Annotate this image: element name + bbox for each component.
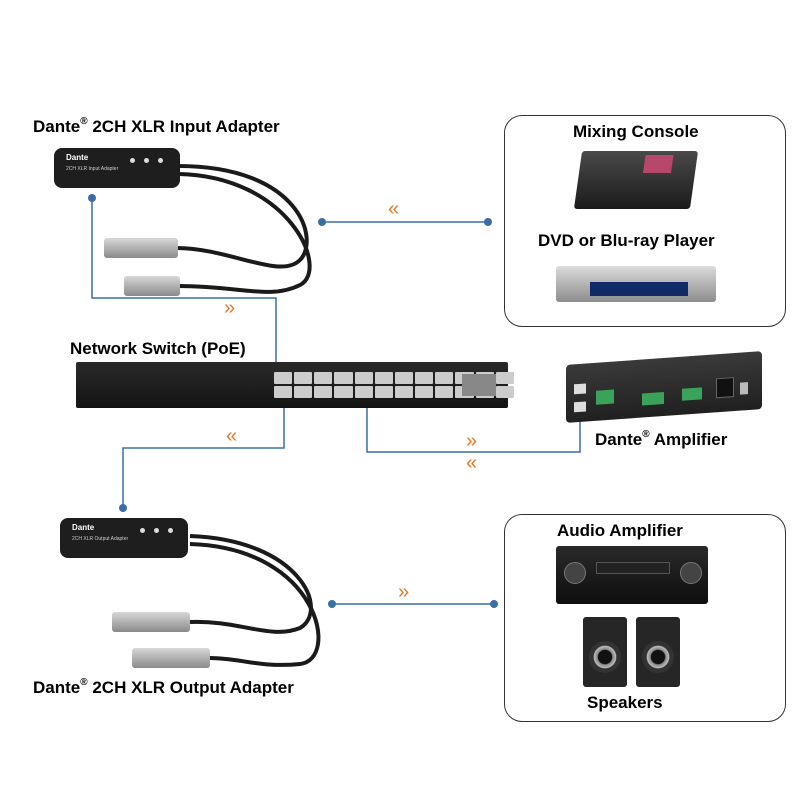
wire-switch-to-amplifier (366, 408, 581, 453)
xlr-connector-input-2 (124, 276, 180, 296)
wire-node (318, 218, 326, 226)
terminal-block (682, 387, 702, 401)
sfp-ports (462, 374, 496, 396)
power-switch (740, 382, 748, 395)
wire-node (88, 194, 96, 202)
volume-knob-icon (680, 562, 702, 584)
led-indicator-icon (140, 528, 145, 533)
led-indicator-icon (158, 158, 163, 163)
arrow-right-icon: » (224, 297, 236, 319)
xlr-connector-input-1 (104, 238, 178, 258)
output-adapter-label: Dante® 2CH XLR Output Adapter (33, 677, 294, 697)
audio-amplifier-label: Audio Amplifier (557, 521, 683, 540)
mixer-screen (642, 155, 674, 173)
xlr-connector-output-1 (112, 612, 190, 632)
mixing-console-label: Mixing Console (573, 122, 699, 141)
led-indicator-icon (144, 158, 149, 163)
ethernet-port (574, 383, 586, 395)
wire-node (490, 600, 498, 608)
speaker-driver-icon (642, 641, 674, 673)
volume-knob-icon (564, 562, 586, 584)
xlr-cable-input-1 (175, 164, 309, 269)
xlr-cable-output-2 (189, 542, 321, 667)
led-indicator-icon (130, 158, 135, 163)
dante-amplifier-label: Dante® Amplifier (595, 429, 728, 449)
arrow-right-icon: » (466, 430, 478, 452)
mixing-console-device (573, 151, 699, 209)
amp-display (596, 562, 670, 574)
arrow-right-icon: » (398, 581, 410, 603)
dante-logo-icon: Dante (72, 523, 95, 532)
output-adapter-device: Dante 2CH XLR Output Adapter (60, 518, 188, 558)
speaker-left (583, 617, 627, 687)
arrow-left-icon: « (466, 452, 478, 474)
input-adapter-device: Dante 2CH XLR Input Adapter (54, 148, 180, 188)
xlr-connector-output-2 (132, 648, 210, 668)
terminal-block (642, 392, 664, 406)
wire-node (484, 218, 492, 226)
player-display (590, 282, 688, 296)
led-indicator-icon (154, 528, 159, 533)
speaker-right (636, 617, 680, 687)
speaker-driver-icon (589, 641, 621, 673)
dante-logo-icon: Dante (66, 153, 89, 162)
input-adapter-label: Dante® 2CH XLR Input Adapter (33, 116, 280, 136)
device-text: 2CH XLR Output Adapter (72, 536, 129, 542)
audio-amplifier-device (556, 546, 708, 604)
led-indicator-icon (168, 528, 173, 533)
xlr-cable-input-2 (177, 172, 312, 294)
wire-node (119, 504, 127, 512)
arrow-left-icon: « (388, 198, 400, 220)
network-switch-device (76, 362, 514, 408)
power-socket (716, 377, 734, 399)
speakers-label: Speakers (587, 693, 663, 712)
network-switch-label: Network Switch (PoE) (70, 339, 246, 358)
terminal-block (596, 389, 614, 405)
dvd-player-device (556, 266, 716, 302)
ethernet-port (574, 401, 586, 413)
player-label: DVD or Blu-ray Player (538, 231, 715, 250)
wire-input-to-switch (91, 198, 277, 368)
xlr-cable-output-1 (189, 534, 313, 634)
wire-switch-to-output (122, 408, 285, 508)
device-text: 2CH XLR Input Adapter (66, 166, 119, 172)
arrow-left-icon: « (226, 425, 238, 447)
wire-node (328, 600, 336, 608)
